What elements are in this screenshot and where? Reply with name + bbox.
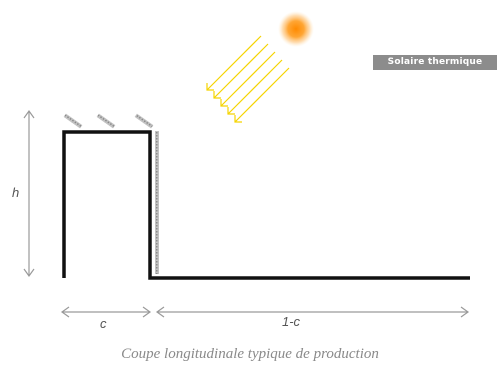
diagram-caption: Coupe longitudinale typique de productio… (121, 346, 379, 362)
height-dimension-arrow (23, 109, 35, 278)
sun-rays-icon (206, 35, 290, 123)
solar-panel-icon (134, 113, 154, 129)
height-label: h (12, 185, 20, 200)
wall-solar-panel (155, 131, 159, 274)
solar-thermal-badge: Solaire thermique (373, 55, 497, 70)
width-c-dimension-arrow (60, 306, 152, 318)
width-c-label: c (100, 316, 107, 331)
building-outline (62, 130, 470, 280)
solar-panel-icon (96, 113, 116, 129)
roof-solar-panels (63, 113, 154, 129)
width-rest-label: 1-c (282, 314, 301, 329)
width-rest-dimension-arrow (155, 306, 470, 318)
solar-panel-icon (63, 113, 83, 129)
sun-icon (278, 11, 314, 47)
